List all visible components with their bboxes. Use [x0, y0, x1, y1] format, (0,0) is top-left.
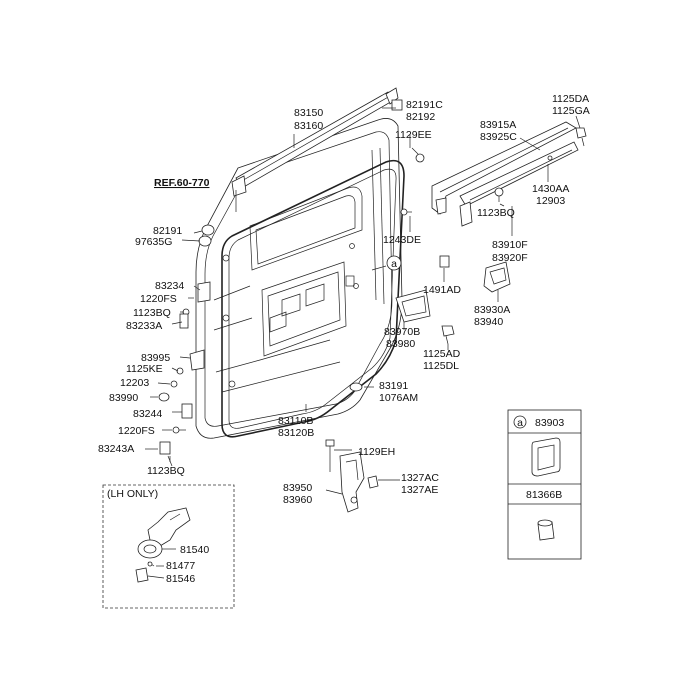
check-part: [158, 349, 205, 402]
legend-box: a 83903 81366B: [507, 409, 582, 560]
grommet-part: [349, 382, 363, 392]
legend-circle-letter: a: [517, 417, 523, 429]
guide-part: [159, 403, 193, 467]
part-label: 81477: [166, 560, 195, 572]
part-label: 83160: [294, 120, 323, 132]
bumper-part: [198, 224, 215, 247]
part-label: 1125AD: [423, 348, 461, 360]
callout-a: a: [371, 255, 402, 271]
part-label: 1327AE: [401, 484, 438, 496]
part-label: 12203: [120, 377, 149, 389]
part-label: 82191: [153, 225, 182, 237]
part-label: 1129EH: [358, 446, 395, 458]
nut-part: [439, 255, 450, 268]
bolt-part: [494, 187, 504, 202]
part-label: 83980: [386, 338, 415, 350]
screw-part: [411, 147, 425, 163]
clip-part: [391, 99, 403, 111]
part-label: 83120B: [278, 427, 314, 439]
part-label: 83940: [474, 316, 503, 328]
part-label: 83234: [155, 280, 184, 292]
part-label: 12903: [536, 195, 565, 207]
part-label: 1125DA: [552, 93, 589, 105]
part-label: 83960: [283, 494, 312, 506]
part-label: 81540: [180, 544, 209, 556]
part-label: 81546: [166, 573, 195, 585]
part-label: 83925C: [480, 131, 517, 143]
part-label: 83920F: [492, 252, 528, 264]
part-label: 1129EE: [395, 129, 432, 141]
part-label: 83995: [141, 352, 170, 364]
bolt-part: [441, 325, 455, 345]
part-label: 83970B: [384, 326, 420, 338]
part-label: 1220FS: [118, 425, 155, 437]
part-label: 97635G: [135, 236, 172, 248]
screw-part: [400, 208, 412, 216]
part-label: 1123BQ: [477, 207, 515, 219]
striker-part: [197, 281, 211, 303]
part-label: 83930A: [474, 304, 510, 316]
part-label: 83903: [535, 417, 564, 429]
callout-letter: a: [391, 258, 397, 270]
part-label: 1243DE: [383, 234, 421, 246]
latch-part: [483, 261, 511, 293]
door-weatherstrip: [221, 159, 405, 438]
part-label: 83990: [109, 392, 138, 404]
part-label: 81366B: [526, 489, 562, 501]
part-label: 1076AM: [379, 392, 418, 404]
part-label: 83243A: [98, 443, 134, 455]
part-label: 1125KE: [126, 363, 163, 375]
fastener-part: [547, 155, 553, 161]
part-label: 83244: [133, 408, 162, 420]
part-label: 1327AC: [401, 472, 439, 484]
part-label: 83191: [379, 380, 408, 392]
bolt-part: [179, 308, 190, 329]
part-label: 83950: [283, 482, 312, 494]
part-label: 1491AD: [423, 284, 461, 296]
upper-rail: [231, 87, 399, 197]
part-label: 1125DL: [423, 360, 459, 372]
leader-lines: [145, 107, 581, 495]
part-label: 83150: [294, 107, 323, 119]
part-label: 83233A: [126, 320, 162, 332]
door-panel: [195, 118, 403, 439]
part-label: 82191C: [406, 99, 443, 111]
part-label: 83110B: [278, 415, 313, 427]
lower-hinge: [325, 439, 379, 513]
roller-part: [395, 289, 431, 323]
part-label: 1220FS: [140, 293, 177, 305]
lh-only-box: (LH ONLY) 81540 81477 81546: [102, 484, 235, 609]
bolt-part: [575, 127, 587, 147]
part-label: 83910F: [492, 239, 528, 251]
part-label: 82192: [406, 111, 435, 123]
reference-label: REF.60-770: [154, 177, 210, 189]
part-label: 1123BQ: [133, 307, 171, 319]
part-label: 1123BQ: [147, 465, 185, 477]
part-label: 1125GA: [552, 105, 590, 117]
part-label: 1430AA: [532, 183, 569, 195]
lh-only-title: (LH ONLY): [107, 488, 158, 500]
part-label: 83915A: [480, 119, 516, 131]
